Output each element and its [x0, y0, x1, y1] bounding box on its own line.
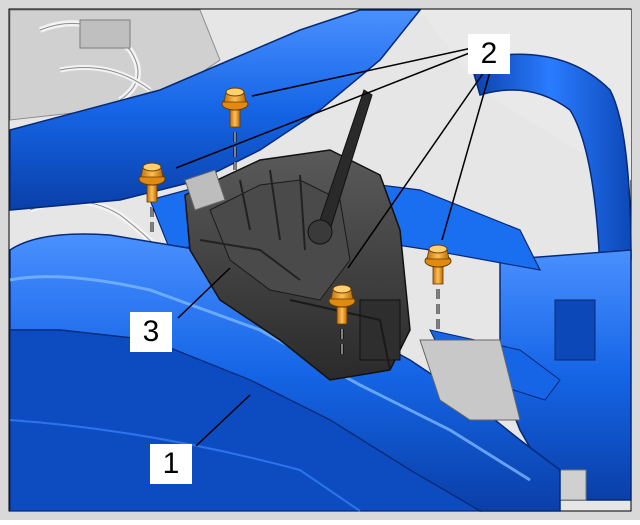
- bolt-top: [221, 87, 249, 128]
- callout-2: 2: [468, 34, 510, 74]
- frame-structure: [9, 9, 632, 512]
- callout-3: 3: [130, 312, 172, 352]
- bolt-left: [138, 162, 166, 203]
- bolt-right: [424, 244, 452, 285]
- shifter-housing: [184, 89, 521, 421]
- callout-1: 1: [150, 444, 192, 484]
- leader-lines: [175, 47, 491, 447]
- bolt-center: [328, 284, 356, 325]
